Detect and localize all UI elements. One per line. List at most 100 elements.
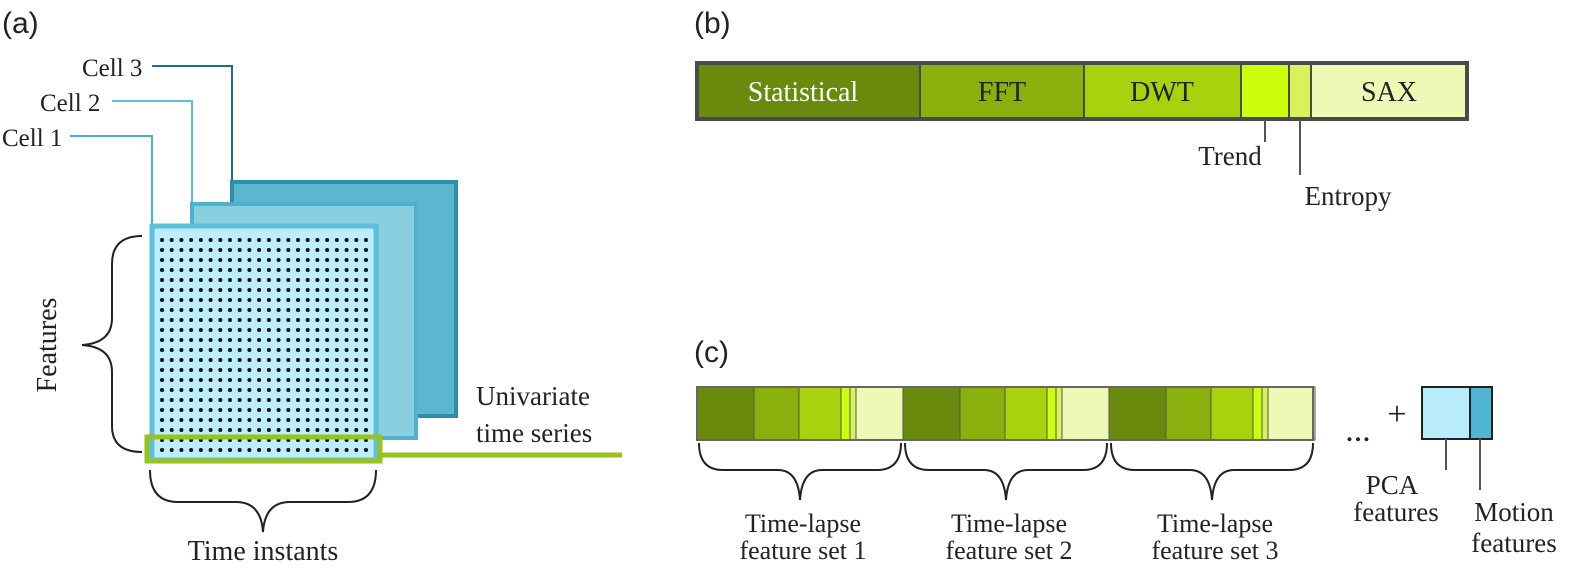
- feature-dot: [169, 368, 174, 372]
- feature-dot: [325, 268, 330, 272]
- feature-dot: [334, 268, 339, 272]
- feature-dot: [198, 388, 203, 392]
- feature-dot: [208, 308, 213, 312]
- feature-dot: [208, 398, 213, 402]
- feature-dot: [247, 358, 252, 362]
- series-label-line1: Univariate: [476, 381, 590, 411]
- feature-dot: [354, 398, 359, 402]
- feature-dot: [305, 318, 310, 322]
- feature-set-3-brace: [1110, 442, 1314, 501]
- feature-dot: [208, 268, 213, 272]
- feature-dot: [315, 348, 320, 352]
- feature-dot: [208, 348, 213, 352]
- feature-dot: [315, 448, 320, 452]
- feature-dot: [160, 268, 164, 272]
- feature-dot: [315, 378, 320, 382]
- segment-dwt: [1084, 63, 1241, 119]
- feature-dot: [160, 428, 164, 432]
- feature-dot: [364, 248, 368, 252]
- feature-dot: [169, 268, 174, 272]
- feature-dot: [315, 408, 320, 412]
- feature-dot: [218, 418, 223, 422]
- feature-dot: [189, 298, 194, 302]
- feature-dot: [334, 278, 339, 282]
- feature-dot: [179, 418, 184, 422]
- feature-dot: [247, 248, 252, 252]
- feature-dot: [198, 448, 203, 452]
- segment-fft: [920, 63, 1084, 119]
- feature-dot: [344, 338, 349, 342]
- feature-dot: [286, 348, 291, 352]
- feature-dot: [218, 448, 223, 452]
- feature-dot: [179, 318, 184, 322]
- feature-dot: [344, 238, 349, 242]
- feature-dot: [344, 398, 349, 402]
- set-2-segment-fft: [959, 386, 1006, 441]
- feature-dot: [305, 378, 310, 382]
- feature-dot: [247, 408, 252, 412]
- feature-dot: [237, 298, 242, 302]
- feature-dot: [266, 388, 271, 392]
- set-2-segment-sax: [1061, 386, 1110, 441]
- feature-set-3-label-line1: Time-lapse: [1157, 509, 1273, 538]
- feature-dot: [208, 428, 213, 432]
- feature-dot: [296, 298, 300, 302]
- feature-dot: [266, 278, 271, 282]
- feature-dot: [169, 318, 174, 322]
- feature-dot: [296, 278, 300, 282]
- time-instants-brace: [149, 469, 377, 533]
- feature-dot: [218, 428, 223, 432]
- feature-dot: [344, 328, 349, 332]
- feature-dot: [325, 358, 330, 362]
- feature-dot: [315, 278, 320, 282]
- feature-dot: [325, 348, 330, 352]
- feature-dot: [296, 398, 300, 402]
- trend-callout-label: Trend: [1198, 141, 1262, 171]
- cell-1-matrix: [149, 223, 379, 463]
- feature-dot: [218, 328, 223, 332]
- feature-dot: [296, 358, 300, 362]
- feature-dot: [218, 288, 223, 292]
- feature-dot: [160, 238, 164, 242]
- feature-dot: [276, 398, 281, 402]
- feature-dot: [257, 408, 262, 412]
- feature-dot: [334, 318, 339, 322]
- feature-dot: [160, 248, 164, 252]
- feature-dot: [237, 248, 242, 252]
- feature-dot: [257, 328, 262, 332]
- feature-dot: [228, 268, 232, 272]
- feature-dot: [218, 268, 223, 272]
- feature-dot: [189, 268, 194, 272]
- feature-dot: [315, 368, 320, 372]
- feature-dot: [218, 368, 223, 372]
- feature-dot: [315, 418, 320, 422]
- feature-dot: [198, 338, 203, 342]
- feature-dot: [179, 348, 184, 352]
- feature-dot: [325, 328, 330, 332]
- feature-dot: [189, 278, 194, 282]
- feature-dot: [160, 288, 164, 292]
- feature-dot: [237, 268, 242, 272]
- feature-dot: [276, 298, 281, 302]
- feature-dot: [305, 308, 310, 312]
- panel-c-label: (c): [694, 336, 729, 369]
- feature-dot: [364, 338, 368, 342]
- feature-dot: [169, 308, 174, 312]
- feature-dot: [228, 358, 232, 362]
- set-1-segment-statistical: [696, 386, 755, 441]
- feature-vector-outline: [695, 61, 1469, 121]
- feature-dot: [160, 308, 164, 312]
- feature-dot: [354, 298, 359, 302]
- feature-dot: [276, 348, 281, 352]
- panel-b: (b) Statistical FFT DWT SAX Trend Entrop…: [694, 7, 1469, 211]
- feature-dot: [169, 238, 174, 242]
- feature-dot: [364, 358, 368, 362]
- feature-set-3-label-line2: feature set 3: [1151, 536, 1278, 565]
- feature-dot: [257, 388, 262, 392]
- feature-dot: [160, 338, 164, 342]
- feature-dot: [228, 318, 232, 322]
- feature-dot: [325, 288, 330, 292]
- feature-dot: [160, 298, 164, 302]
- feature-dot: [344, 248, 349, 252]
- feature-dot: [208, 288, 213, 292]
